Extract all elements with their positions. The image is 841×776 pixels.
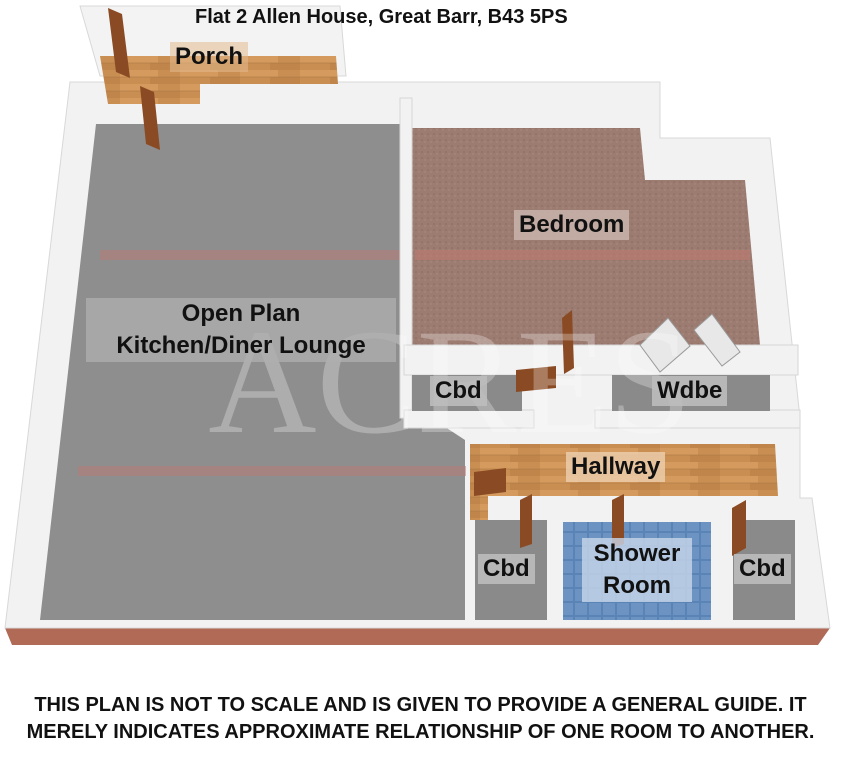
porch-floor (100, 56, 338, 104)
bedroom-stripe (415, 250, 750, 260)
wardrobe-panel (693, 313, 741, 367)
room-label-open-plan-line1: Open Plan (181, 300, 301, 327)
wardrobe-panel (639, 317, 691, 373)
open-plan-stripe-lower (78, 466, 466, 476)
room-label-bedroom: Bedroom (514, 210, 630, 240)
door (140, 86, 160, 150)
room-label-shower-room: Shower Room (582, 538, 692, 602)
room-label-hallway: Hallway (566, 452, 666, 482)
plan-title: Flat 2 Allen House, Great Barr, B43 5PS (195, 6, 568, 28)
room-label-wdbe: Wdbe (652, 376, 728, 406)
room-label-shower-line2: Room (603, 572, 671, 599)
room-label-open-plan: Open Plan Kitchen/Diner Lounge (86, 298, 396, 362)
door (108, 8, 130, 78)
room-label-cbd-lower-right: Cbd (734, 554, 791, 584)
door (520, 494, 532, 548)
room-label-open-plan-line2: Kitchen/Diner Lounge (116, 332, 366, 359)
disclaimer-text: THIS PLAN IS NOT TO SCALE AND IS GIVEN T… (26, 694, 815, 743)
room-label-shower-line1: Shower (593, 540, 681, 567)
door (732, 500, 746, 556)
door (474, 468, 506, 496)
room-label-cbd-lower-left: Cbd (478, 554, 535, 584)
open-plan-stripe-upper (100, 250, 400, 260)
room-label-cbd-upper: Cbd (430, 376, 487, 406)
door (562, 310, 574, 374)
room-label-porch: Porch (170, 42, 249, 72)
door (612, 494, 624, 548)
base-plinth (5, 628, 830, 645)
hallway-floor (470, 444, 778, 520)
open-plan-floor (40, 124, 465, 620)
door (516, 366, 556, 392)
